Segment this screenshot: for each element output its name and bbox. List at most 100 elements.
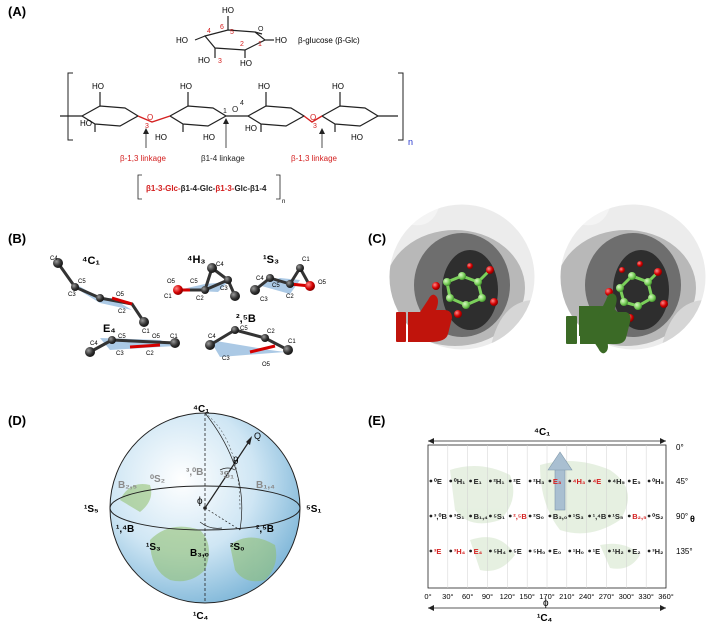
- meridian-dashed: [204, 412, 241, 511]
- conformer-e4-name: E₄: [103, 323, 116, 335]
- e-conformer-dot: [528, 514, 532, 518]
- globe-bottom-label: ¹C₄: [193, 611, 209, 622]
- polymer-bracket-right: [398, 72, 404, 141]
- e-conformer-label: ²H₁: [493, 477, 504, 486]
- e-conformer-dot: [568, 549, 572, 553]
- conformer-25b: ²,⁵B C4 C5 C3 C2 C1 O5: [205, 313, 296, 368]
- polymer-bracket-left: [67, 72, 73, 141]
- globe-14b: ¹,⁴B: [116, 524, 134, 535]
- e-x-tick-label: 270°: [599, 592, 615, 601]
- e-y-tick-label: 0°: [676, 443, 684, 452]
- e-conformer-dot: [548, 479, 552, 483]
- carbon-number-3: 3: [218, 58, 222, 65]
- e-conformer-label: ²,⁵B: [513, 512, 527, 521]
- e-conformer-label: ¹E: [593, 547, 601, 556]
- atom-c2: C2: [118, 309, 126, 315]
- carbon-number-6: 6: [220, 24, 224, 31]
- e-x-tick-label: 60°: [462, 592, 473, 601]
- polymer-repeat-n: n: [408, 137, 413, 147]
- e-conformer-dot: [508, 514, 512, 518]
- e-conformer-label: ⁰S₂: [652, 512, 663, 521]
- e-top-label: ⁴C₁: [534, 427, 550, 438]
- e-conformer-label: ¹H₀: [573, 547, 584, 556]
- e-conformer-label: ⁰E: [434, 477, 442, 486]
- e-y-tick-label: 45°: [676, 477, 688, 486]
- globe-0s2: ⁰S₂: [150, 474, 165, 485]
- atom-c5: C5: [190, 279, 198, 285]
- chain-c3-left: 3: [145, 123, 149, 130]
- globe-b25: B₂,₅: [118, 480, 137, 491]
- atom-c3: C3: [222, 356, 230, 362]
- e-conformer-label: E₀: [553, 547, 561, 556]
- atom-c1: C1: [142, 329, 150, 335]
- link-label-right: β-1,3 linkage: [291, 154, 338, 163]
- glucose-oh-bottom: HO: [240, 59, 252, 68]
- conformer-25b-name: ²,⁵B: [236, 313, 256, 325]
- e-conformer-label: ³S₁: [454, 512, 465, 521]
- panel-c-label: (C): [368, 231, 386, 246]
- chain-oh-3: HO: [180, 82, 192, 91]
- globe-25b: ²,⁵B: [256, 524, 274, 535]
- atom-c4: C4: [256, 276, 264, 282]
- e-conformer-label: ⁵E: [513, 547, 522, 556]
- conformer-4c1: ⁴C₁ C4 C5 C3 O5 C2 C1: [50, 255, 150, 335]
- e-conformer-dot: [449, 549, 453, 553]
- conformer-1s3-name: ¹S₃: [263, 254, 279, 266]
- ligand-left: [432, 263, 498, 318]
- atom-c3: C3: [116, 351, 124, 357]
- atom-c1: C1: [170, 334, 178, 340]
- e-conformer-dot: [429, 479, 433, 483]
- atom-c5: C5: [118, 334, 126, 340]
- e-conformer-label: ¹S₃: [573, 512, 585, 521]
- theta-symbol: θ: [233, 456, 239, 467]
- atom-c1: C1: [164, 294, 172, 300]
- e-x-tick-label: 0°: [424, 592, 431, 601]
- glucose-oh-left: HO: [176, 36, 188, 45]
- chain-oh-1: HO: [80, 119, 92, 128]
- atom-o5: O5: [167, 279, 176, 285]
- e-conformer-label: B₂,₅: [632, 512, 647, 521]
- e-conformer-label: ¹,⁴B: [593, 512, 607, 521]
- atom-c2: C2: [146, 351, 154, 357]
- e-conformer-dot: [548, 549, 552, 553]
- polymer-chain: [60, 92, 398, 132]
- e-conformer-dot: [528, 479, 532, 483]
- panel-e-label: (E): [368, 413, 385, 428]
- atom-c3: C3: [68, 292, 76, 298]
- conformer-e4: E₄ C4 C5 C3 O5 C2 C1: [85, 323, 180, 357]
- e-x-tick-label: 30°: [442, 592, 453, 601]
- linkage-arrowheads: [143, 118, 325, 134]
- panel-d-label: (D): [8, 413, 26, 428]
- e-x-tick-label: 210°: [559, 592, 575, 601]
- e-conformer-label: ⁵H₄: [493, 547, 506, 556]
- chain-c1: 1: [223, 108, 227, 115]
- e-x-tick-label: 90°: [482, 592, 493, 601]
- e-conformer-label: B₁,₄: [474, 512, 489, 521]
- thumbs-down-icon: [396, 294, 452, 342]
- e-conformer-dot: [449, 479, 453, 483]
- globe-b14: B₁,₄: [256, 480, 275, 491]
- e-conformer-label: ⁰H₁: [454, 477, 466, 486]
- e-conformer-dot: [588, 549, 591, 553]
- panel-d: (D) θ ϕ Q ⁴C₁ ¹C₄ ¹S₅ ⁵S₁ B₂,₅ ⁰S₂ ³,⁰B …: [8, 404, 322, 622]
- e-conformer-label: ¹H₂: [612, 547, 623, 556]
- e-conformer-dot: [627, 479, 631, 483]
- e-conformer-dot: [608, 514, 611, 518]
- e-conformer-label: ⁵S₁: [493, 512, 505, 521]
- glucose-oh-top: HO: [222, 6, 234, 15]
- e-conformer-label: E₁: [474, 477, 482, 486]
- atom-o5: O5: [152, 334, 161, 340]
- e-conformer-dot: [647, 479, 651, 483]
- carbon-number-4: 4: [207, 28, 211, 35]
- e-x-tick-label: 360°: [658, 592, 674, 601]
- e-conformer-dot: [588, 514, 591, 518]
- e-y-tick-label: 90°: [676, 512, 688, 521]
- chain-oh-8: HO: [245, 124, 257, 133]
- projection-line: [204, 507, 241, 531]
- e-conformer-label: ¹S₅: [612, 512, 624, 521]
- panel-a-label: (A): [8, 4, 26, 19]
- e-conformer-dot: [489, 479, 492, 483]
- carbon-number-5: 5: [230, 29, 234, 36]
- e-phi-label: ϕ: [543, 598, 549, 609]
